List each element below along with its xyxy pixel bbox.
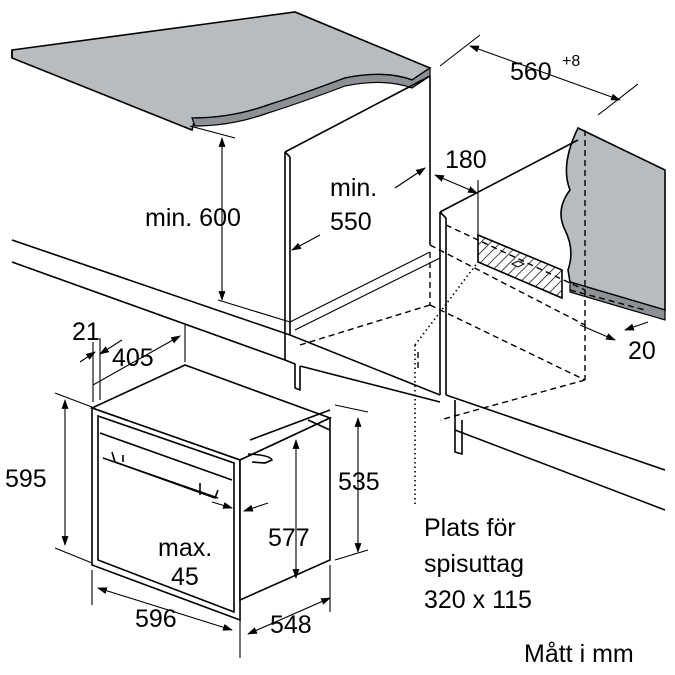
label-min-depth-1: min.	[330, 174, 377, 202]
cabinet-left-wall	[284, 75, 431, 360]
label-socket-2: spisuttag	[424, 550, 524, 578]
cabinet-right-wall	[439, 139, 579, 395]
label-height-side: 535	[338, 468, 380, 496]
label-width-cabinet: 560	[510, 58, 552, 86]
label-height-total: 595	[5, 465, 47, 493]
label-units: Mått i mm	[524, 640, 634, 668]
label-max-1: max.	[158, 534, 212, 562]
label-panel-offset: 20	[628, 337, 656, 365]
dimension-lines	[54, 34, 649, 658]
label-depth-top: 405	[112, 344, 154, 372]
label-depth-total: 548	[270, 611, 312, 639]
label-socket-offset: 180	[445, 146, 487, 174]
cabinet-floor	[11, 239, 666, 511]
label-max-2: 45	[171, 563, 199, 591]
cavity-dashed-outline	[299, 130, 646, 421]
label-min-depth-2: 550	[330, 208, 372, 236]
label-front-thickness: 21	[72, 318, 100, 346]
socket-area	[477, 233, 563, 300]
label-min-height: min. 600	[145, 204, 241, 232]
label-socket-1: Plats för	[424, 514, 516, 542]
label-socket-3: 320 x 115	[424, 586, 532, 614]
oven-unit	[89, 364, 333, 622]
worktop-right	[560, 126, 666, 321]
label-width-total: 596	[135, 605, 177, 633]
dimension-labels: 560 +8 min. 600 min. 550 180 20 21 405 5…	[5, 53, 656, 668]
label-width-tolerance: +8	[562, 53, 580, 70]
socket-leader-dotted	[414, 261, 479, 505]
worktop-left	[11, 11, 432, 132]
label-height-body: 577	[268, 524, 310, 552]
